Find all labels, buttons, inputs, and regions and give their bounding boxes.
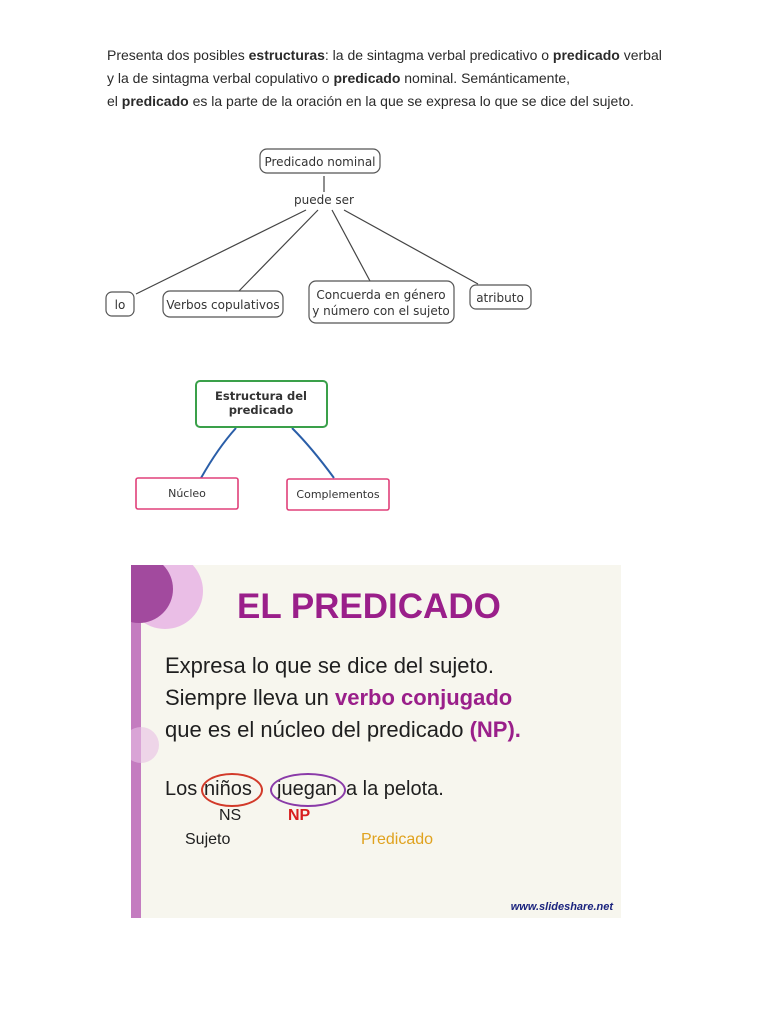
intro-text: nominal. Semánticamente, — [400, 70, 571, 86]
decor-circle — [131, 565, 173, 623]
connector — [237, 209, 319, 293]
label-predicado: Predicado — [361, 831, 434, 848]
intro-line-1: Presenta dos posibles estructuras: la de… — [107, 44, 707, 67]
decor-circle — [131, 727, 159, 763]
node-label: lo — [115, 298, 126, 312]
node-lo — [105, 291, 135, 317]
ring-ninos — [201, 773, 263, 807]
intro-text: verbal — [619, 47, 662, 63]
connector — [331, 209, 371, 282]
label-ns: NS — [219, 807, 242, 824]
slide-line-2: Siempre lleva un verbo conjugado — [165, 685, 512, 711]
example-los: Los — [165, 778, 198, 800]
node-concuerda — [308, 280, 455, 324]
link-label: puede ser — [294, 193, 354, 207]
example-rest: a la pelota. — [346, 778, 444, 800]
intro-paragraph: Presenta dos posibles estructuras: la de… — [107, 44, 707, 113]
node-label: Predicado nominal — [264, 155, 375, 169]
ring-juegan — [270, 773, 346, 807]
slide-line-1: Expresa lo que se dice del sujeto. — [165, 653, 494, 678]
node-label: Estructura del — [215, 389, 307, 403]
node-predicado-nominal — [259, 148, 381, 174]
node-label: atributo — [476, 291, 524, 305]
intro-line-3: el predicado es la parte de la oración e… — [107, 90, 707, 113]
node-complementos — [286, 478, 390, 511]
slide-accent: verbo conjugado — [334, 685, 513, 710]
node-label: y número con el sujeto — [312, 304, 450, 318]
intro-bold: predicado — [121, 93, 189, 109]
slide-line-3: que es el núcleo del predicado (NP). — [165, 717, 521, 743]
slide-decoration — [131, 565, 203, 918]
node-atributo — [469, 284, 532, 310]
connector — [343, 209, 479, 285]
intro-bold: predicado — [333, 70, 401, 86]
slide-el-predicado: EL PREDICADO Expresa lo que se dice del … — [131, 565, 621, 918]
intro-text: es la parte de la oración en la que se e… — [188, 93, 634, 109]
source-url: www.slideshare.net — [510, 901, 613, 913]
intro-text: : la de sintagma verbal predicativo o — [324, 47, 553, 63]
slide-title: EL PREDICADO — [237, 587, 501, 626]
connector — [135, 209, 307, 295]
label-np: NP — [288, 807, 311, 824]
slide-accent: (NP). — [469, 717, 521, 742]
node-estructura — [195, 380, 328, 428]
node-label: Concuerda en género — [316, 288, 445, 302]
intro-bold: estructuras — [248, 47, 325, 63]
slide-text: Siempre lleva un — [165, 685, 335, 710]
node-label: Núcleo — [168, 487, 206, 500]
diagram-estructura-predicado: Estructura del predicado Núcleo Compleme… — [135, 380, 390, 511]
node-label: Verbos copulativos — [166, 298, 279, 312]
intro-text: el — [107, 93, 122, 109]
intro-bold: predicado — [552, 47, 620, 63]
intro-text: Presenta dos posibles — [107, 47, 249, 63]
concept-diagrams: Predicado nominal puede ser lo Verbos co… — [105, 148, 532, 511]
node-nucleo — [135, 477, 239, 510]
node-verbos-copulativos — [162, 290, 284, 318]
connector — [291, 427, 335, 479]
intro-text: y la de sintagma verbal copulativo o — [107, 70, 334, 86]
slide-text: que es el núcleo del predicado — [165, 717, 470, 742]
diagram-predicado-nominal: Predicado nominal puede ser lo Verbos co… — [105, 148, 532, 324]
node-label: Complementos — [296, 488, 379, 501]
node-label: predicado — [229, 403, 294, 417]
connector — [200, 427, 237, 479]
intro-line-2: y la de sintagma verbal copulativo o pre… — [107, 67, 707, 90]
label-sujeto: Sujeto — [185, 831, 231, 848]
